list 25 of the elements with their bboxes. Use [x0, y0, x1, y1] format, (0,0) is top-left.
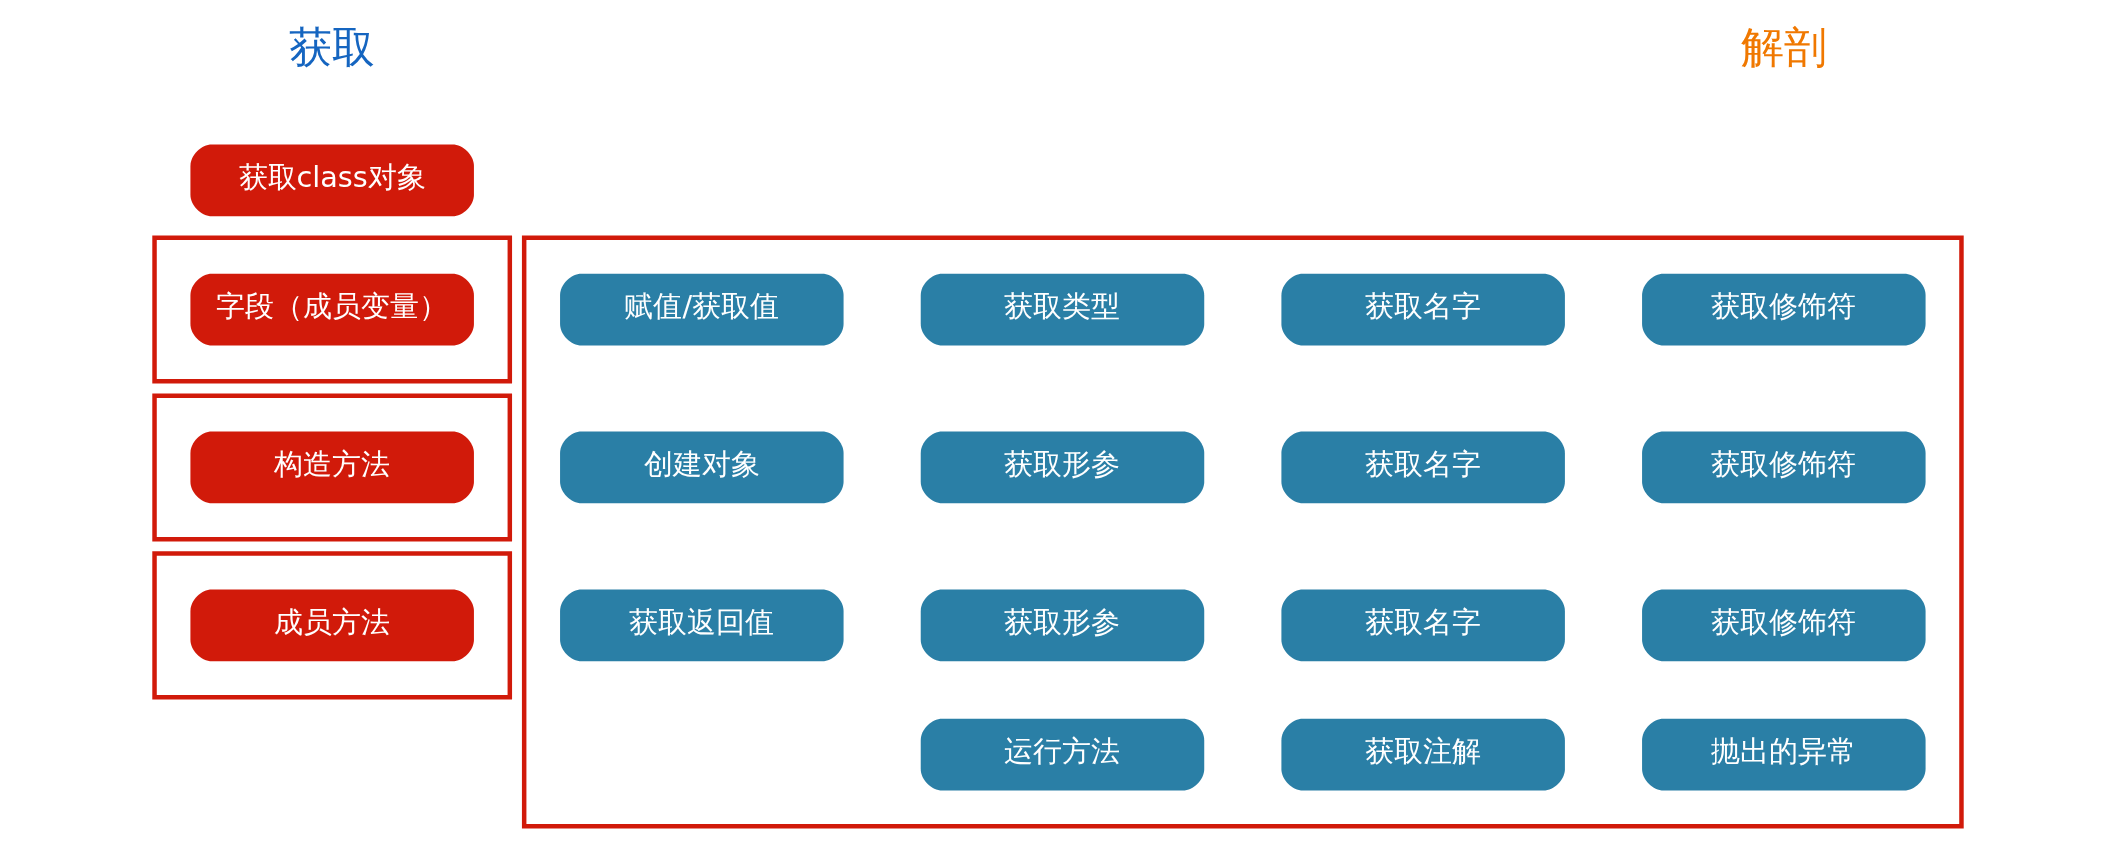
- node-box: 赋值/获取值: [559, 273, 844, 346]
- node-box: 获取修饰符: [1641, 273, 1926, 346]
- node-box: 构造方法: [189, 431, 474, 504]
- node-box: 获取返回值: [559, 589, 844, 662]
- cluster: [151, 393, 512, 542]
- label: 解剖: [1740, 24, 1827, 72]
- node-box: 获取名字: [1280, 273, 1565, 346]
- node-box: 获取注解: [1280, 718, 1565, 791]
- cluster: [151, 235, 512, 384]
- node-box: 获取类型: [920, 273, 1204, 346]
- node-box: 抛出的异常: [1641, 718, 1926, 791]
- node-box: 字段（成员变量）: [189, 273, 474, 346]
- node-box: 创建对象: [559, 431, 844, 504]
- node-box: 获取名字: [1280, 589, 1565, 662]
- cluster: [151, 551, 512, 700]
- node-box: 获取形参: [920, 431, 1204, 504]
- label: 获取: [288, 24, 375, 72]
- node-box: 成员方法: [189, 589, 474, 662]
- node-box: 获取名字: [1280, 431, 1565, 504]
- node-box: 获取修饰符: [1641, 431, 1926, 504]
- cluster: [521, 235, 1964, 829]
- node-box: 运行方法: [920, 718, 1204, 791]
- node-box: 获取class对象: [189, 144, 474, 217]
- node-box: 获取形参: [920, 589, 1204, 662]
- node-box: 获取修饰符: [1641, 589, 1926, 662]
